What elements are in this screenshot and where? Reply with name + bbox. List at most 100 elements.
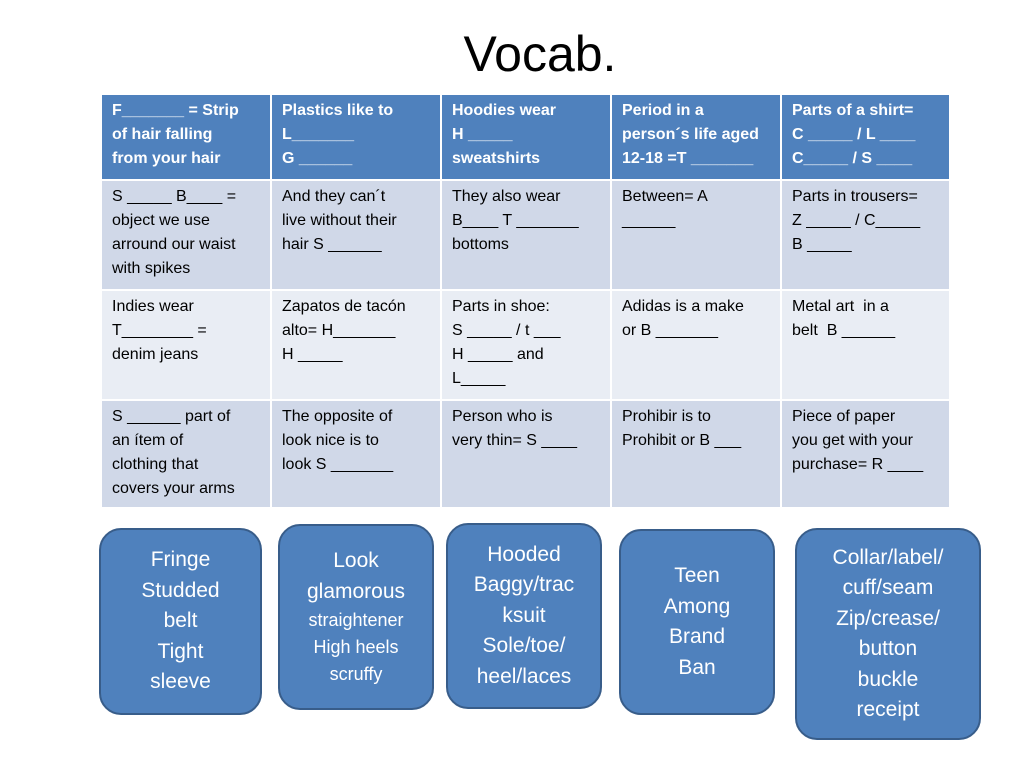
table-cell: The opposite of look nice is to look S _… — [270, 399, 442, 509]
cell-line: clothing that — [112, 456, 199, 473]
cell-line: B _____ — [792, 236, 852, 253]
table-cell: Parts in shoe: S _____ / t ___ H _____ a… — [440, 289, 612, 401]
cell-line: H _____ — [282, 346, 343, 363]
answer-word: Among — [663, 594, 731, 618]
cell-line: alto= H_______ — [282, 322, 396, 339]
table-cell: Between= A ______ — [610, 179, 782, 291]
answer-word: belt — [163, 609, 198, 633]
cell-line: of hair falling — [112, 126, 213, 143]
cell-line: sweatshirts — [452, 150, 541, 167]
cell-line: They also wear — [452, 188, 561, 205]
cell-line: live without their — [282, 212, 397, 229]
cell-line: look nice is to — [282, 432, 379, 449]
cell-line: Period in a — [622, 102, 704, 119]
answer-word: receipt — [856, 698, 920, 721]
answer-word: Teen — [674, 564, 720, 587]
cell-line: L_____ — [452, 370, 506, 387]
answer-word: Studded — [141, 578, 220, 602]
cell-line: Prohibir is to — [622, 408, 711, 425]
table-cell: Adidas is a make or B _______ — [610, 289, 782, 401]
cell-line: Zapatos de tacón — [282, 298, 406, 315]
cell-line: S _____ B____ = — [112, 188, 237, 205]
answer-word: glamorous — [306, 579, 406, 603]
answer-word: Brand — [668, 625, 726, 648]
cell-line: Parts in shoe: — [452, 298, 550, 315]
cell-line: Prohibit or B ___ — [622, 432, 742, 449]
answer-word: sleeve — [150, 670, 211, 694]
answer-box-3: Hooded Baggy/trac ksuit Sole/toe/ heel/l… — [446, 523, 602, 709]
cell-line: Between= A — [622, 188, 708, 205]
table-cell: S ______ part of an ítem of clothing tha… — [100, 399, 272, 509]
table-row: S _____ B____ = object we use arround ou… — [100, 179, 951, 291]
cell-line: H _____ and — [452, 346, 544, 363]
cell-line: C_____ / S ____ — [792, 150, 913, 167]
table-cell: And they can´t live without their hair S… — [270, 179, 442, 291]
answer-word: Collar/label/ — [832, 545, 944, 569]
cell-line: person´s life aged — [622, 126, 759, 143]
table-cell: S _____ B____ = object we use arround ou… — [100, 179, 272, 291]
cell-line: or B _______ — [622, 322, 719, 339]
cell-line: Plastics like to — [282, 102, 394, 119]
cell-line: an ítem of — [112, 432, 184, 449]
cell-line: ______ — [622, 212, 676, 229]
cell-line: Indies wear — [112, 298, 194, 315]
cell-line: G ______ — [282, 150, 353, 167]
table-row: S ______ part of an ítem of clothing tha… — [100, 399, 951, 509]
cell-line: B____ T _______ — [452, 212, 579, 229]
cell-line: The opposite of — [282, 408, 393, 425]
answer-box-1: Fringe Studded belt Tight sleeve — [99, 528, 262, 715]
cell-line: hair S ______ — [282, 236, 382, 253]
answer-box-2: Look glamorous straightener High heels s… — [278, 524, 434, 710]
answer-word: High heels — [313, 637, 399, 657]
table-cell: Parts in trousers= Z _____ / C_____ B __… — [780, 179, 951, 291]
header-cell: Plastics like to L_______ G ______ — [270, 93, 442, 181]
answer-word: Look — [333, 549, 379, 572]
header-cell: Period in a person´s life aged 12-18 =T … — [610, 93, 782, 181]
header-cell: F_______ = Strip of hair falling from yo… — [100, 93, 272, 181]
cell-line: Parts of a shirt= — [792, 102, 914, 119]
cell-line: Metal art in a — [792, 298, 889, 315]
table-cell: Zapatos de tacón alto= H_______ H _____ — [270, 289, 442, 401]
answer-box-4: Teen Among Brand Ban — [619, 529, 775, 715]
answer-word: heel/laces — [476, 664, 572, 688]
cell-line: C _____ / L ____ — [792, 126, 916, 143]
table-cell: They also wear B____ T _______ bottoms — [440, 179, 612, 291]
header-cell: Hoodies wear H _____ sweatshirts — [440, 93, 612, 181]
answer-word: cuff/seam — [842, 576, 934, 599]
cell-line: from your hair — [112, 150, 221, 167]
answer-word: scruffy — [329, 664, 383, 684]
table-cell: Indies wear T________ = denim jeans — [100, 289, 272, 401]
cell-line: T________ = — [112, 322, 207, 339]
cell-line: Z _____ / C_____ — [792, 212, 921, 229]
answer-word: Tight — [157, 639, 204, 663]
answer-word: Baggy/trac — [473, 573, 575, 597]
cell-line: covers your arms — [112, 480, 235, 497]
cell-line: F_______ = Strip — [112, 102, 239, 119]
cell-line: look S _______ — [282, 456, 394, 473]
answer-word: straightener — [308, 610, 404, 630]
answer-word: button — [858, 637, 918, 660]
answer-word: ksuit — [502, 603, 546, 627]
cell-line: H _____ — [452, 126, 513, 143]
table-cell: Prohibir is to Prohibit or B ___ — [610, 399, 782, 509]
answer-word: Ban — [678, 655, 716, 679]
cell-line: belt B ______ — [792, 322, 896, 339]
answer-word: Sole/toe/ — [482, 634, 566, 658]
table-row: Indies wear T________ = denim jeans Zapa… — [100, 289, 951, 401]
cell-line: Piece of paper — [792, 408, 896, 425]
table-cell: Metal art in a belt B ______ — [780, 289, 951, 401]
cell-line: L_______ — [282, 126, 355, 143]
answer-word: buckle — [857, 667, 919, 691]
cell-line: S _____ / t ___ — [452, 322, 561, 339]
slide-title: Vocab. — [463, 26, 617, 82]
table-cell: Piece of paper you get with your purchas… — [780, 399, 951, 509]
cell-line: object we use — [112, 212, 210, 229]
vocab-table: F_______ = Strip of hair falling from yo… — [100, 93, 951, 509]
table-header-row: F_______ = Strip of hair falling from yo… — [100, 93, 951, 181]
cell-line: bottoms — [452, 236, 509, 253]
answer-word: Zip/crease/ — [836, 606, 940, 630]
table-cell: Person who is very thin= S ____ — [440, 399, 612, 509]
cell-line: you get with your — [792, 432, 913, 449]
cell-line: And they can´t — [282, 188, 386, 205]
cell-line: with spikes — [112, 260, 191, 277]
